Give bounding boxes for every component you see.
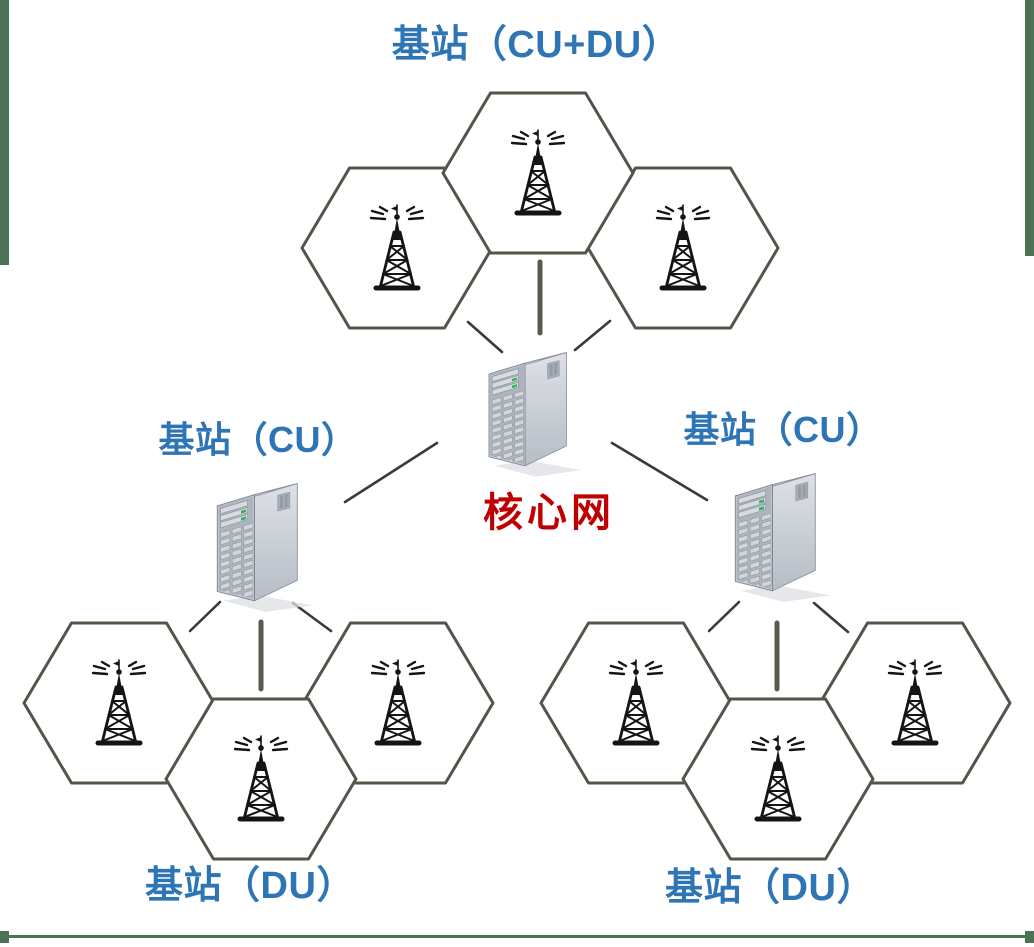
border-stripe-left	[0, 0, 9, 265]
cell-cluster-top	[300, 91, 780, 330]
server-icon-core	[489, 352, 581, 476]
cell-cluster-left	[22, 621, 495, 861]
cell-hexagon	[681, 697, 875, 861]
label-base-station-cu-left: 基站（CU）	[158, 419, 358, 460]
connection-line	[343, 441, 439, 504]
label-base-station-du-left: 基站（DU）	[145, 865, 355, 907]
border-line-bottom	[0, 935, 1034, 938]
border-stripe-right	[1025, 0, 1034, 256]
cell-cluster-right	[539, 621, 1012, 861]
cell-hexagon	[586, 166, 780, 330]
label-base-station-cu-du: 基站（CU+DU）	[391, 24, 681, 66]
connection-line	[466, 320, 504, 354]
label-base-station-du-right: 基站（DU）	[665, 867, 875, 909]
server-icon-cu-left	[217, 484, 312, 612]
connection-lines	[188, 259, 850, 692]
label-base-station-cu-right: 基站（CU）	[683, 409, 883, 450]
border-corner-bottom-right	[1025, 931, 1034, 943]
connection-line	[573, 319, 612, 352]
connection-line	[610, 441, 709, 502]
connection-line	[812, 601, 850, 634]
connection-line	[291, 601, 333, 633]
label-core-network: 核心网	[483, 491, 615, 535]
border-corner-bottom-left	[0, 931, 9, 943]
connection-line	[188, 600, 222, 633]
server-icon-cu-right	[735, 474, 830, 602]
cell-hexagon	[164, 697, 358, 861]
connection-line	[707, 600, 741, 633]
cell-hexagon	[441, 91, 635, 255]
